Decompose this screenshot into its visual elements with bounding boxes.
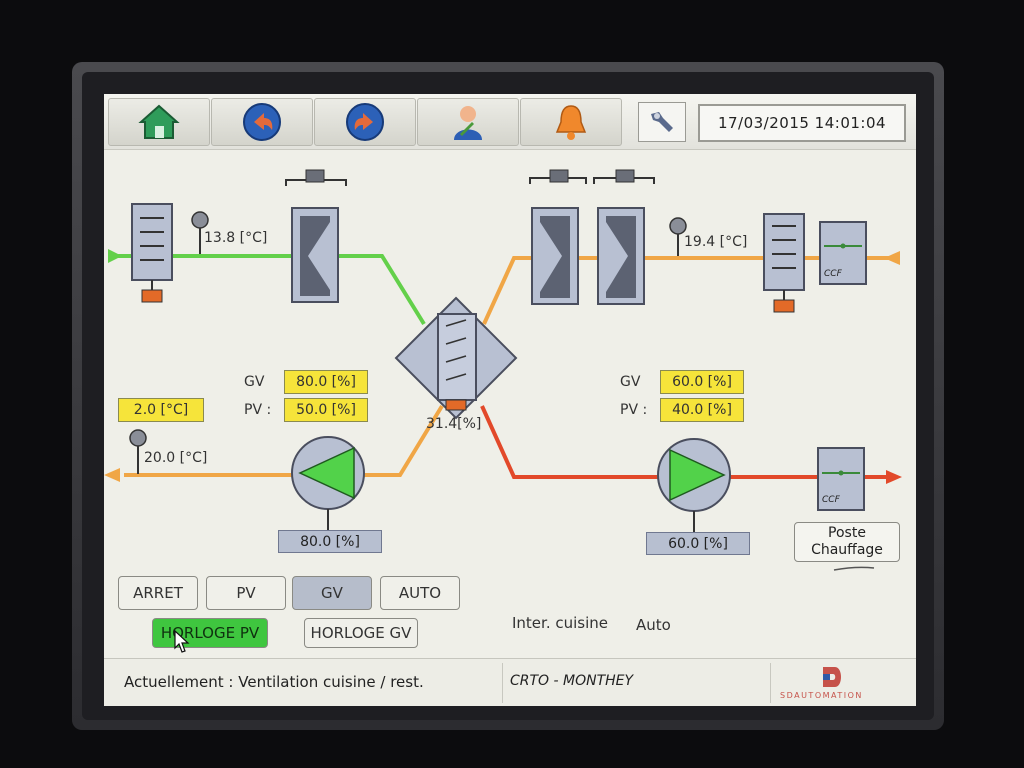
temp-setpoint[interactable]: 2.0 [°C] — [118, 398, 204, 422]
left-gv-label: GV — [244, 374, 265, 390]
return-temp-value: 20.0 [°C] — [144, 450, 208, 466]
svg-text:CCF: CCF — [824, 269, 843, 279]
return-air-outlet-arrow — [104, 468, 120, 482]
svg-text:CCF: CCF — [822, 495, 841, 505]
exhaust-air-duct — [480, 405, 894, 479]
return-air-duct — [124, 404, 444, 477]
right-fan-output: 60.0 [%] — [646, 532, 750, 555]
mode-arret-button[interactable]: ARRET — [118, 576, 198, 610]
poste-chauffage-button[interactable]: Poste Chauffage — [794, 522, 900, 562]
inter-cuisine-value: Auto — [636, 616, 671, 634]
right-gv-setpoint[interactable]: 60.0 [%] — [660, 370, 744, 394]
current-status: Actuellement : Ventilation cuisine / res… — [124, 673, 424, 691]
supply-filter — [285, 169, 347, 303]
forward-button[interactable] — [314, 98, 416, 146]
fresh-air-damper — [131, 203, 173, 303]
fresh-air-duct — [116, 254, 426, 326]
left-pv-label: PV : — [244, 402, 272, 418]
fresh-air-inlet-arrow — [108, 249, 122, 263]
horloge-gv-button[interactable]: HORLOGE GV — [304, 618, 418, 648]
toolbar: 17/03/2015 14:01:04 — [104, 94, 916, 150]
ccf-damper-lower: CCF — [817, 447, 865, 511]
inter-cuisine-label: Inter. cuisine — [512, 614, 609, 632]
brand-name: SDAUTOMATION — [780, 691, 863, 700]
heat-exchanger — [394, 296, 518, 420]
datetime-display: 17/03/2015 14:01:04 — [698, 104, 906, 142]
forward-arrow-icon — [346, 103, 384, 141]
status-separator — [502, 663, 503, 703]
hmi-screen: 17/03/2015 14:01:04 — [104, 94, 916, 706]
ccf-damper-upper: CCF — [819, 221, 867, 285]
supply-fan — [291, 436, 365, 530]
extract-air-inlet-arrow — [884, 251, 900, 265]
horloge-pv-button[interactable]: HORLOGE PV — [152, 618, 268, 648]
back-arrow-icon — [243, 103, 281, 141]
back-button[interactable] — [211, 98, 313, 146]
return-temp-sensor — [129, 429, 147, 474]
exhaust-air-outlet-arrow — [886, 470, 902, 484]
user-button[interactable] — [417, 98, 519, 146]
extract-temp-sensor — [669, 217, 687, 256]
mode-auto-button[interactable]: AUTO — [380, 576, 460, 610]
tools-button[interactable] — [638, 102, 686, 142]
supply-temp-sensor — [191, 211, 209, 254]
home-icon — [138, 104, 180, 139]
poste-line2: Chauffage — [811, 542, 883, 558]
poste-underline — [833, 566, 875, 571]
extract-filter-1 — [529, 169, 587, 305]
extract-damper — [763, 213, 805, 313]
right-pv-label: PV : — [620, 402, 648, 418]
mode-pv-button[interactable]: PV — [206, 576, 286, 610]
alarm-button[interactable] — [520, 98, 622, 146]
tools-icon — [651, 112, 673, 132]
process-diagram: CCF CCF — [104, 169, 902, 571]
supply-temp-value: 13.8 [°C] — [204, 230, 268, 246]
cursor-icon — [174, 630, 190, 653]
exchanger-position: 31.4[%] — [426, 416, 482, 432]
extract-temp-value: 19.4 [°C] — [684, 234, 748, 250]
status-bar: Actuellement : Ventilation cuisine / res… — [104, 658, 916, 706]
right-pv-setpoint[interactable]: 40.0 [%] — [660, 398, 744, 422]
poste-line1: Poste — [828, 525, 866, 541]
site-name: CRTO - MONTHEY — [510, 673, 634, 689]
brand-logo-icon — [823, 667, 841, 687]
status-separator — [770, 663, 771, 703]
left-pv-setpoint[interactable]: 50.0 [%] — [284, 398, 368, 422]
bell-icon — [555, 105, 587, 140]
extract-fan — [657, 438, 731, 532]
extract-filter-2 — [593, 169, 655, 305]
left-fan-output: 80.0 [%] — [278, 530, 382, 553]
home-button[interactable] — [108, 98, 210, 146]
mode-gv-button[interactable]: GV — [292, 576, 372, 610]
right-gv-label: GV — [620, 374, 641, 390]
user-icon — [454, 106, 482, 140]
left-gv-setpoint[interactable]: 80.0 [%] — [284, 370, 368, 394]
